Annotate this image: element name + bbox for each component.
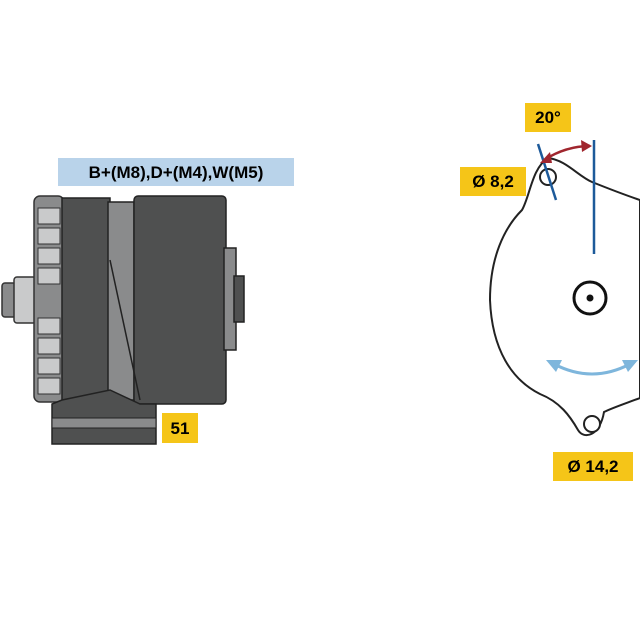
angle-arrow-right [581, 140, 592, 152]
large-mounting-hole [583, 415, 601, 433]
angle-arrow-left [540, 152, 552, 163]
rotation-arrow-right-head [622, 360, 638, 372]
fan-fins [37, 207, 61, 395]
small-hole-label: Ø 8,2 [460, 167, 526, 196]
angle-label: 20° [525, 103, 571, 132]
large-hole-label: Ø 14,2 [553, 452, 633, 481]
mounting-foot-bushing [51, 417, 157, 429]
terminal-block [233, 275, 245, 323]
shaft-collar [13, 276, 37, 324]
alternator-side-view [1, 195, 245, 445]
rear-housing [133, 195, 227, 405]
stator-band [107, 201, 135, 401]
housing-edge [109, 259, 141, 401]
rotation-arrow-left-head [546, 360, 562, 372]
rotation-arrow [553, 362, 631, 376]
end-view-outline [488, 156, 640, 437]
angled-axis-line [536, 143, 558, 201]
terminals-label: B+(M8),D+(M4),W(M5) [58, 158, 294, 186]
length-label: 51 [162, 413, 198, 443]
front-housing [61, 197, 111, 405]
alternator-end-view [488, 140, 640, 437]
shaft-center-dot [586, 294, 594, 302]
